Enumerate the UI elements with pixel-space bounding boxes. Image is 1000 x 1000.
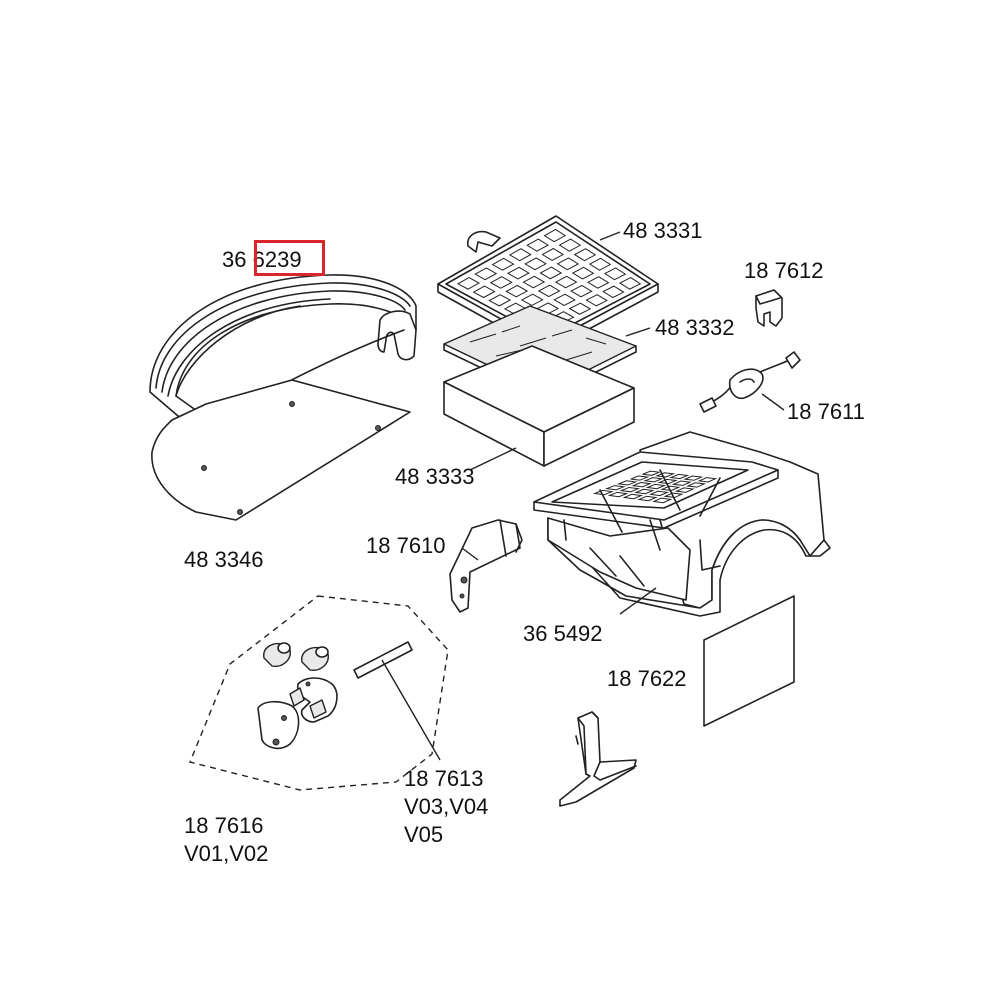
grid-cell	[602, 285, 625, 299]
grid-cell	[491, 257, 515, 271]
grid-cell	[657, 478, 678, 485]
grid-cell	[543, 228, 567, 243]
part-365492-housing	[533, 431, 831, 617]
grid-cell	[616, 480, 638, 486]
grid-cell	[648, 490, 670, 497]
grid-cell	[570, 284, 593, 298]
grid-cell	[488, 294, 512, 307]
grid-cell	[541, 247, 565, 262]
grid-cell	[573, 248, 597, 262]
part-187610-bracket	[449, 519, 523, 613]
grid-cell	[456, 277, 481, 290]
part-stand	[559, 711, 637, 807]
grid-cell	[554, 275, 578, 289]
part-483346-cover-plate	[151, 379, 411, 521]
label-187622: 18 7622	[607, 666, 687, 691]
part-187622-label-sheet	[703, 595, 795, 727]
label-187611: 18 7611	[787, 399, 865, 424]
grid-cell	[558, 238, 582, 252]
grid-cell	[537, 284, 561, 298]
grid-cell	[686, 482, 707, 488]
grid-cell	[586, 276, 610, 289]
grid-cell	[585, 294, 608, 307]
label-187613-line3: V05	[404, 822, 444, 847]
label-483333: 48 3333	[395, 464, 475, 489]
grid-cell	[524, 257, 547, 271]
highlight-box	[254, 240, 325, 276]
grid-cell	[697, 477, 718, 483]
label-187612: 18 7612	[744, 258, 824, 283]
grid-cell	[472, 285, 496, 299]
grid-cell	[637, 495, 658, 502]
grid-cell	[683, 475, 704, 481]
grid-cell	[607, 491, 629, 498]
grid-cell	[505, 284, 529, 298]
grid-cell	[539, 266, 563, 280]
grid-cell	[571, 266, 595, 280]
grid-cell	[634, 488, 655, 495]
label-366239: 36 6239	[222, 246, 302, 274]
grid-cell	[588, 257, 612, 271]
grid-cell	[674, 487, 695, 493]
label-187613-line1: 18 7613	[404, 766, 484, 791]
label-187613-line2: V03,V04	[404, 794, 489, 819]
label-187613: 18 7613 V03,V04 V05	[404, 765, 488, 849]
label-187616-line2: V01,V02	[184, 841, 269, 866]
label-187616-line1: 18 7616	[184, 813, 264, 838]
grid-cell	[619, 486, 641, 493]
grid-cell	[652, 497, 673, 504]
grid-cell	[671, 480, 692, 486]
grid-cell	[489, 276, 513, 289]
grid-cell	[642, 470, 660, 476]
grid-cell	[474, 267, 498, 281]
part-187611-cable	[699, 351, 801, 413]
grid-cell	[631, 482, 652, 488]
grid-cell	[508, 248, 532, 262]
grid-cell	[604, 485, 626, 491]
label-366239-suffix: 6239	[252, 247, 302, 272]
grid-cell	[618, 277, 642, 290]
part-187616-dashed-group	[189, 595, 449, 791]
label-483331: 48 3331	[623, 218, 703, 243]
grid-cell	[568, 302, 592, 315]
label-366239-prefix: 36	[222, 247, 247, 272]
grid-cell	[520, 293, 544, 306]
label-483332: 48 3332	[655, 315, 735, 340]
grid-cell	[506, 266, 530, 280]
grid-cell	[556, 257, 580, 271]
grid-cell	[622, 493, 644, 500]
grid-cell	[669, 473, 690, 480]
label-365492: 36 5492	[523, 621, 603, 646]
label-187610: 18 7610	[366, 533, 446, 558]
grid-cell	[603, 267, 627, 281]
grid-cell	[660, 485, 681, 492]
label-483346: 48 3346	[184, 547, 264, 572]
grid-cell	[630, 475, 650, 481]
grid-cell	[522, 275, 546, 289]
label-187616: 18 7616 V01,V02	[184, 812, 268, 868]
grid-cell	[645, 483, 667, 490]
grid-cell	[526, 238, 549, 252]
grid-cell	[553, 293, 576, 306]
grid-cell	[643, 477, 664, 483]
part-187612-clip	[755, 289, 783, 327]
leader-lines	[381, 231, 785, 761]
part-483333-filter-block	[443, 345, 635, 467]
